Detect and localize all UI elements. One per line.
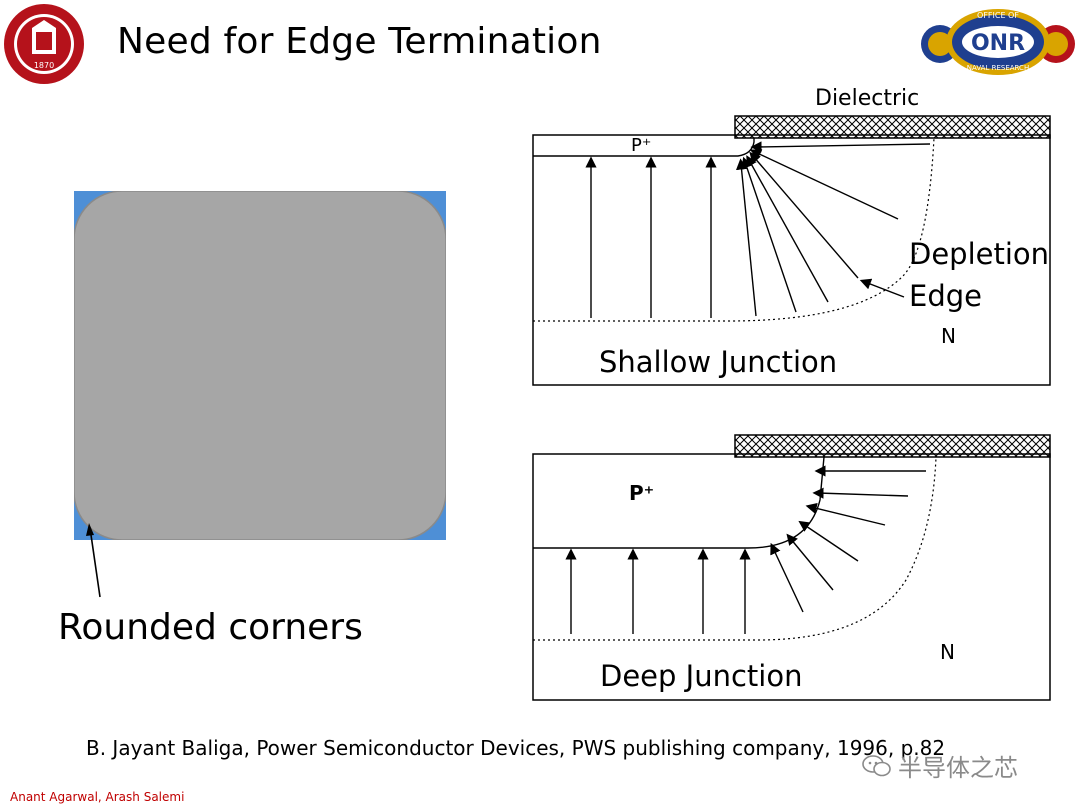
- deep-depletion-edge: [533, 456, 937, 641]
- watermark: 半导体之芯: [862, 748, 1018, 783]
- depletion-label-line1: Depletion: [909, 237, 1050, 271]
- deep-p-label: P⁺: [629, 481, 655, 505]
- shallow-dielectric-layer: [734, 115, 1051, 139]
- citation: B. Jayant Baliga, Power Semiconductor De…: [86, 736, 946, 760]
- onr-bottom-text: NAVAL RESEARCH: [967, 64, 1029, 72]
- shallow-n-label: N: [941, 324, 956, 348]
- shallow-p-label: P⁺: [631, 135, 652, 156]
- deep-junction-diagram: [532, 434, 1051, 701]
- deep-junction-label: Deep Junction: [600, 659, 803, 693]
- depletion-edge-pointer-arrow: [859, 278, 905, 298]
- deep-p-region-boundary: [533, 456, 825, 549]
- depletion-label: Depletion Edge: [909, 233, 1049, 317]
- deep-field-arrows: [565, 465, 926, 634]
- footer-authors: Anant Agarwal, Arash Salemi: [10, 790, 185, 804]
- deep-dielectric-layer: [734, 434, 1051, 458]
- onr-center-text: ONR: [971, 31, 1025, 56]
- deep-n-label: N: [940, 640, 955, 664]
- chip-rounded-corners-figure: [74, 191, 446, 540]
- onr-top-text: OFFICE OF: [977, 11, 1019, 20]
- shallow-junction-label: Shallow Junction: [599, 345, 838, 379]
- shallow-depletion-edge: [533, 137, 935, 322]
- shallow-junction-diagram: [532, 115, 1051, 386]
- slide-title: Need for Edge Termination: [117, 21, 602, 62]
- university-seal-logo: 1870: [4, 4, 84, 84]
- dielectric-label: Dielectric: [815, 86, 920, 111]
- depletion-label-line2: Edge: [909, 279, 982, 313]
- junction-diagrams-svg: [532, 115, 1051, 701]
- junction-diagrams: Dielectric P⁺ Depletion Edge N Shallow J…: [528, 80, 1058, 720]
- chip-label: Rounded corners: [58, 607, 363, 648]
- seal-year: 1870: [34, 61, 54, 70]
- onr-logo: OFFICE OF ONR NAVAL RESEARCH: [921, 9, 1075, 75]
- shallow-field-arrows: [585, 141, 931, 318]
- rounded-corner-pointer-arrow: [86, 523, 101, 598]
- wechat-icon: [862, 754, 891, 776]
- watermark-text: 半导体之芯: [898, 754, 1018, 782]
- chip-rounded-body: [74, 191, 446, 540]
